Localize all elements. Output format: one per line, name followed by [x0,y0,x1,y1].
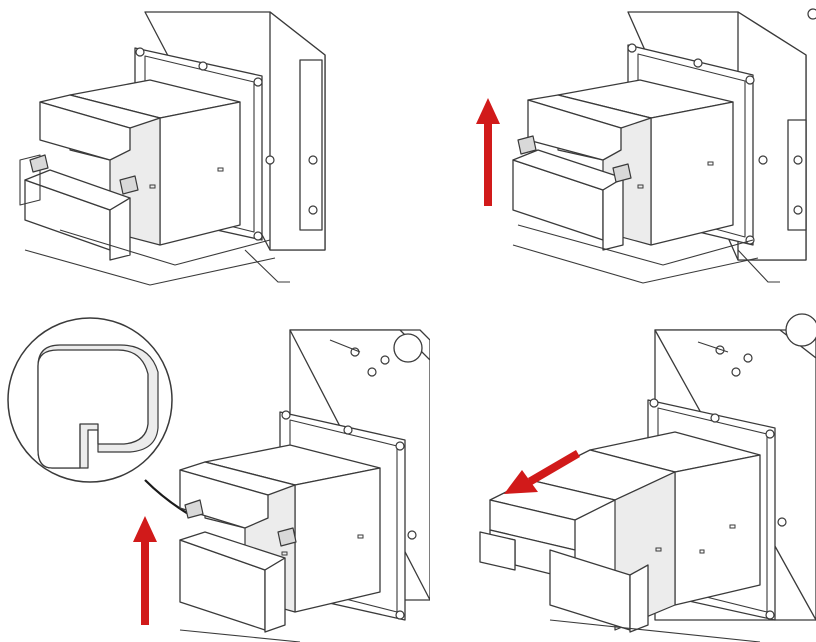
drawer-tray [549,549,761,642]
arrow-up-icon [476,98,500,206]
ash-drawer [479,431,761,631]
step-2-drawing [476,8,816,284]
drawer-tray [179,499,301,642]
arrow-up-icon [133,516,157,625]
magnifier-callout-icon [7,317,191,516]
step-3-panel [0,300,430,642]
drawer-tray [512,135,780,284]
arrow-pull-out-icon [504,450,580,494]
step-4-drawing [479,313,816,642]
step-1-panel [0,0,408,300]
ash-drawer [527,79,734,246]
ash-drawer [179,444,381,613]
step-4-panel [430,300,816,642]
drawer-tray [19,154,290,286]
step-3-drawing [7,317,430,642]
step-1-drawing [19,11,326,286]
step-2-panel [408,0,816,300]
